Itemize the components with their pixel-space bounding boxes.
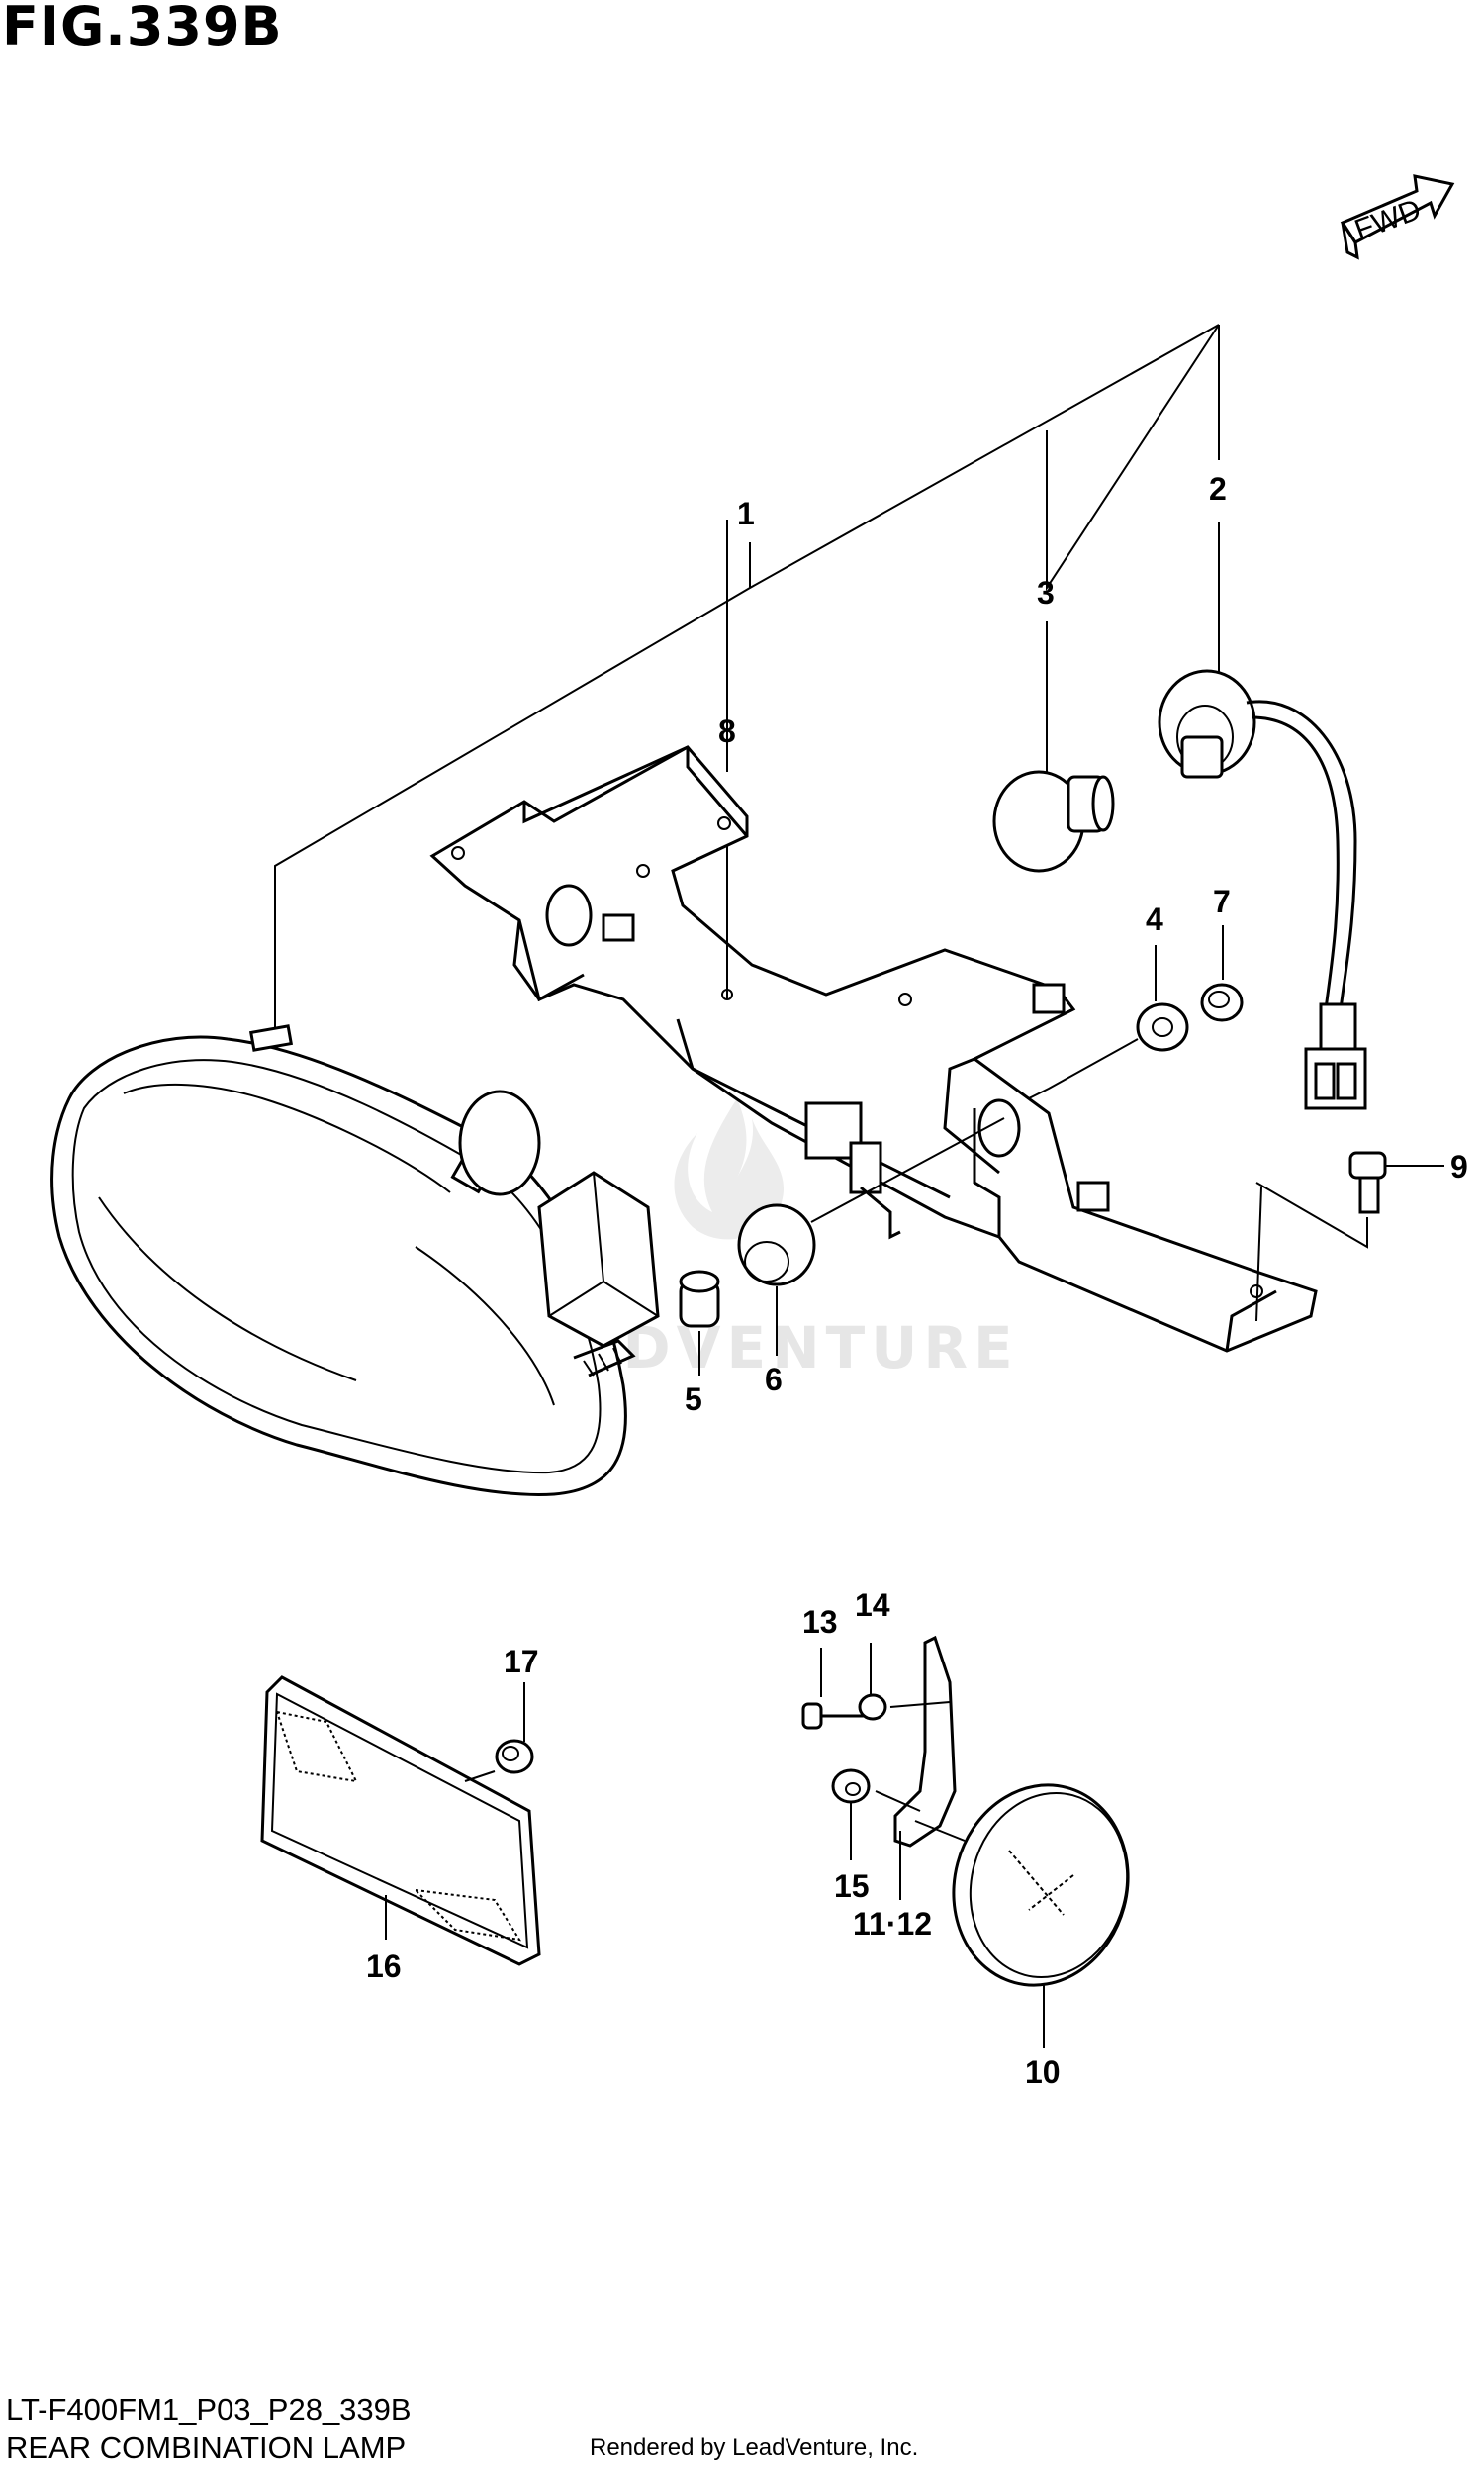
figure-title: FIG.339B [2, 0, 283, 57]
watermark-flame-icon [674, 1098, 785, 1240]
callout-6: 6 [765, 1362, 783, 1397]
callout-13: 13 [802, 1604, 838, 1640]
flange-nut-7 [1200, 983, 1244, 1022]
callout-15: 15 [834, 1868, 870, 1904]
lamp-bracket [429, 745, 1318, 1353]
collar [679, 1270, 720, 1328]
washer [1136, 1002, 1189, 1052]
fwd-label: FWD [1350, 193, 1425, 246]
rendered-by-credit: Rendered by LeadVenture, Inc. [590, 2434, 919, 2461]
callout-9: 9 [1450, 1149, 1468, 1185]
fwd-arrow-icon: FWD [1340, 174, 1455, 260]
stay-bracket [875, 1635, 957, 1848]
callout-8: 8 [718, 713, 736, 749]
nut-15 [831, 1768, 871, 1804]
callout-3: 3 [1037, 575, 1055, 611]
round-reflector [914, 1783, 1130, 1987]
callout-16: 16 [366, 1948, 402, 1984]
callout-2: 2 [1209, 471, 1227, 507]
callout-4: 4 [1146, 902, 1163, 937]
leader-lines-mid [698, 846, 1444, 1376]
callout-7: 7 [1213, 884, 1231, 919]
socket-harness [1158, 669, 1367, 1110]
callout-11-12: 11·12 [853, 1906, 932, 1942]
reflector [260, 1675, 541, 1966]
leader-lines-top [274, 324, 1220, 1044]
nut-17 [495, 1739, 534, 1774]
grommet-nut [737, 1203, 816, 1286]
callout-5: 5 [685, 1381, 702, 1417]
callout-10: 10 [1025, 2054, 1061, 2090]
bolt-9 [1348, 1151, 1387, 1214]
callout-1: 1 [737, 496, 755, 531]
bolt-13 [801, 1702, 866, 1730]
nut-14 [858, 1693, 887, 1721]
bulb [992, 770, 1115, 873]
callout-17: 17 [504, 1644, 539, 1679]
leader-lines-bottom [385, 1643, 1045, 2048]
tail-lamp [50, 1024, 660, 1496]
callout-14: 14 [855, 1587, 890, 1623]
diagram-caption: REAR COMBINATION LAMP [6, 2430, 407, 2465]
model-code: LT-F400FM1_P03_P28_339B [6, 2392, 412, 2426]
